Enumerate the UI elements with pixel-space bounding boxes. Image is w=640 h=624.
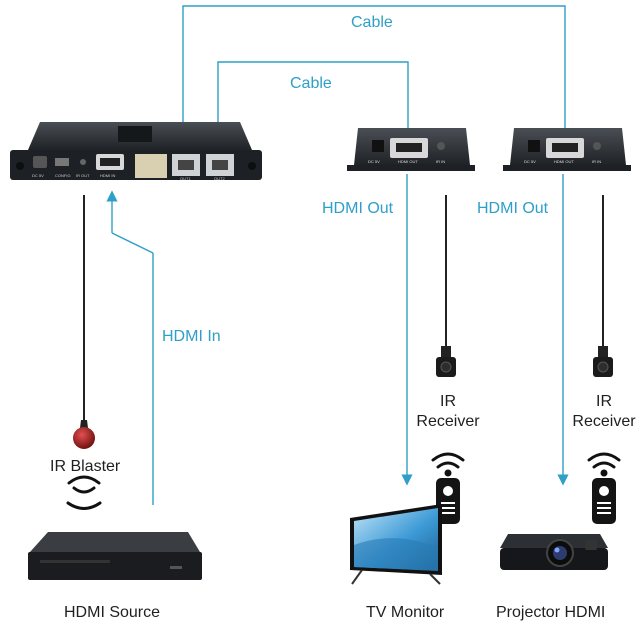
ir-blaster-label: IR Blaster — [50, 458, 121, 475]
remote-signal-icon-1 — [431, 452, 465, 477]
tx-hdmi-label: HDMI IN — [100, 173, 115, 178]
remote-control-icon-2 — [592, 478, 616, 524]
tx-ir-label: IR OUT — [76, 173, 90, 178]
transmitter-device — [10, 122, 262, 180]
hdmi-out-label-1: HDMI Out — [322, 200, 394, 217]
rx2-dc-label: DC 5V — [524, 159, 536, 164]
tx-config-label: CONFIG — [55, 173, 71, 178]
cable-lines — [106, 5, 569, 505]
receiver-device-1 — [347, 128, 475, 171]
ir-receiver-label-1: IR Receiver — [416, 393, 480, 430]
hdmi-out-label-2: HDMI Out — [477, 200, 549, 217]
hdmi-in-label: HDMI In — [162, 328, 221, 345]
rx2-hdmi-label: HDMI OUT — [554, 159, 574, 164]
ir-blaster-signal-icon — [66, 475, 102, 510]
ir-receiver-2 — [593, 195, 613, 377]
cable-top-line — [182, 5, 566, 150]
cable-top-label: Cable — [351, 14, 393, 31]
ir-receiver-label-2: IR Receiver — [572, 393, 636, 430]
cable-mid-line — [217, 61, 409, 150]
receiver-device-2 — [503, 128, 631, 171]
hdmi-source-device — [28, 532, 202, 580]
tx-out1-label: OUT1 — [180, 176, 191, 181]
rx2-ir-label: IR IN — [592, 159, 601, 164]
rx1-hdmi-label: HDMI OUT — [398, 159, 418, 164]
remote-signal-icon-2 — [587, 452, 621, 477]
rx1-ir-label: IR IN — [436, 159, 445, 164]
hdmi-source-label: HDMI Source — [64, 604, 161, 621]
tx-out2-label: OUT2 — [214, 176, 225, 181]
tv-monitor-label: TV Monitor — [366, 604, 445, 621]
cable-mid-label: Cable — [290, 75, 332, 92]
hdmi-in-line-diagonal — [111, 232, 154, 254]
ir-receiver-1 — [436, 195, 456, 377]
rx1-dc-label: DC 5V — [368, 159, 380, 164]
projector-device — [500, 534, 608, 570]
projector-label: Projector HDMI — [496, 604, 606, 621]
tx-dc-label: DC 5V — [32, 173, 44, 178]
ir-blaster — [73, 195, 95, 449]
tv-monitor-device — [350, 504, 442, 585]
